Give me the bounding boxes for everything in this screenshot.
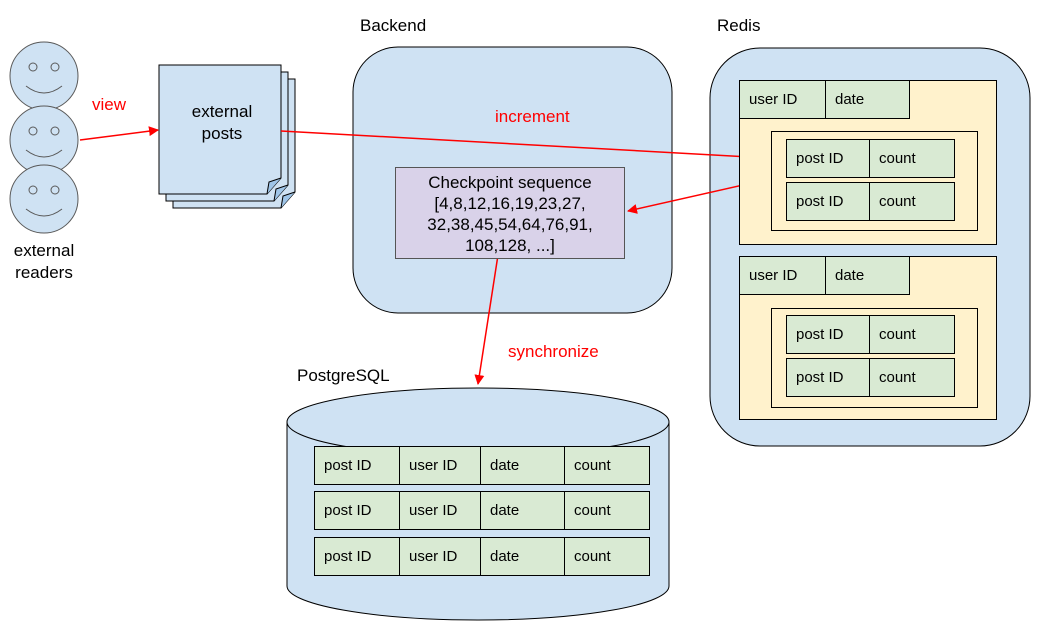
backend-title: Backend	[360, 16, 427, 35]
reader-face-icon	[9, 41, 79, 111]
count-cell: count	[869, 315, 955, 354]
date-cell: date	[480, 446, 565, 485]
user-id-cell: user ID	[399, 537, 481, 576]
increment-label: increment	[495, 107, 570, 126]
checkpoint-sequence-box: Checkpoint sequence [4,8,12,16,19,23,27,…	[395, 167, 625, 259]
postgres-title: PostgreSQL	[297, 366, 390, 385]
date-cell: date	[480, 491, 565, 530]
synchronize-arrow	[474, 254, 499, 385]
redis-post-list	[771, 308, 978, 408]
post-id-cell: post ID	[786, 358, 870, 397]
count-cell: count	[869, 139, 955, 178]
count-cell: count	[564, 446, 650, 485]
user-id-cell: user ID	[739, 80, 826, 119]
post-id-cell: post ID	[314, 537, 400, 576]
user-id-cell: user ID	[399, 446, 481, 485]
synchronize-label: synchronize	[508, 342, 599, 361]
view-label: view	[92, 95, 127, 114]
document-stack-icon	[158, 64, 296, 209]
user-id-cell: user ID	[399, 491, 481, 530]
date-cell: date	[825, 256, 910, 295]
post-id-cell: post ID	[786, 182, 870, 221]
post-id-cell: post ID	[314, 446, 400, 485]
post-id-cell: post ID	[786, 139, 870, 178]
count-cell: count	[564, 537, 650, 576]
posts-label: external posts	[191, 102, 253, 143]
redis-title: Redis	[717, 16, 761, 35]
post-id-cell: post ID	[786, 315, 870, 354]
user-id-cell: user ID	[739, 256, 826, 295]
date-cell: date	[480, 537, 565, 576]
count-cell: count	[564, 491, 650, 530]
count-cell: count	[869, 182, 955, 221]
count-cell: count	[869, 358, 955, 397]
date-cell: date	[825, 80, 910, 119]
post-id-cell: post ID	[314, 491, 400, 530]
checkpoint-title: Checkpoint sequence	[428, 173, 592, 192]
reader-face-icon	[9, 164, 79, 234]
increment-arrow	[280, 130, 787, 164]
view-arrow	[79, 126, 159, 141]
redis-post-list	[771, 131, 978, 231]
readers-label: external readers	[13, 241, 75, 282]
checkpoint-sequence: [4,8,12,16,19,23,27, 32,38,45,54,64,76,9…	[427, 194, 593, 255]
reader-face-icon	[9, 105, 79, 175]
